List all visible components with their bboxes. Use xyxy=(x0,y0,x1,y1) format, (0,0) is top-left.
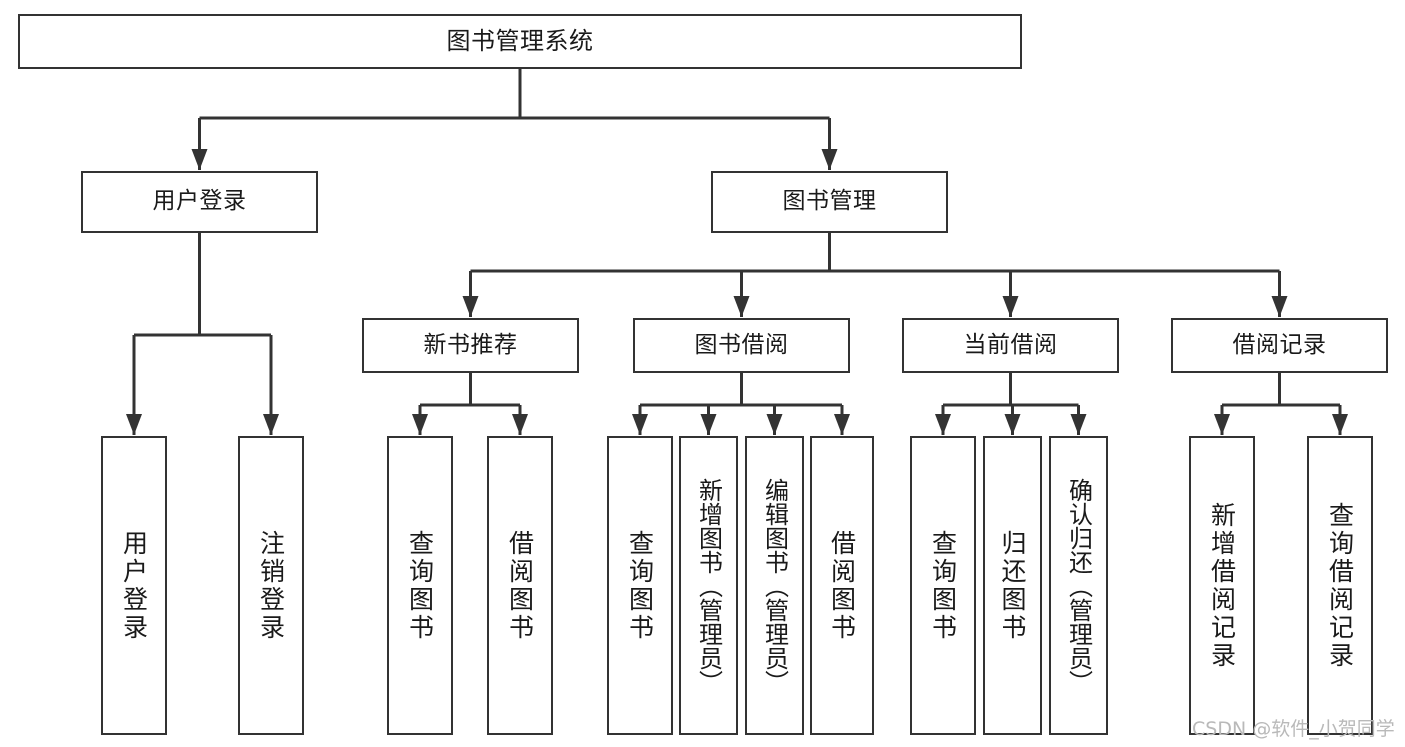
node-label: 用户登录 xyxy=(152,188,247,215)
edge-arrowhead xyxy=(462,296,479,317)
edge-arrowhead xyxy=(632,414,648,435)
node-user-login[interactable]: 用户登录 xyxy=(81,171,318,233)
edge-arrowhead xyxy=(821,149,838,170)
node-label: 查询图书 xyxy=(928,529,958,642)
node-root[interactable]: 图书管理系统 xyxy=(18,14,1022,69)
edge-arrowhead xyxy=(126,414,142,435)
node-label: 图书管理 xyxy=(782,188,877,215)
node-leaf-br-query[interactable]: 查询借阅记录 xyxy=(1307,436,1373,735)
node-leaf-bb-borrow[interactable]: 借阅图书 xyxy=(810,436,874,735)
edge-arrowhead xyxy=(1332,414,1348,435)
node-current-borrow[interactable]: 当前借阅 xyxy=(902,318,1119,373)
edge-arrowhead xyxy=(1004,414,1021,435)
edge-arrowhead xyxy=(263,414,279,435)
edge-arrowhead xyxy=(935,414,951,435)
node-label: 借阅图书 xyxy=(827,529,857,642)
watermark-label: CSDN @软件_小贺同学 xyxy=(1192,718,1395,740)
node-leaf-cb-confirm[interactable]: 确认归还（管理员） xyxy=(1049,436,1108,735)
node-label: 当前借阅 xyxy=(963,331,1058,358)
edge-arrowhead xyxy=(1070,414,1087,435)
edge-arrowhead xyxy=(733,296,750,317)
node-label: 注销登录 xyxy=(256,529,286,642)
node-leaf-bb-add[interactable]: 新增图书（管理员） xyxy=(679,436,738,735)
node-label: 查询图书 xyxy=(625,529,655,642)
edge-arrowhead xyxy=(1002,296,1019,317)
node-label: 新增借阅记录 xyxy=(1207,501,1237,670)
edge-arrowhead xyxy=(700,414,717,435)
edge-arrowhead xyxy=(412,414,428,435)
node-label: 新书推荐 xyxy=(423,331,518,358)
node-new-book-rec[interactable]: 新书推荐 xyxy=(362,318,579,373)
edge-arrowhead xyxy=(834,414,850,435)
node-leaf-logout[interactable]: 注销登录 xyxy=(238,436,304,735)
node-label: 借阅记录 xyxy=(1232,331,1327,358)
edge-arrowhead xyxy=(1271,296,1288,317)
node-label: 归还图书 xyxy=(998,529,1027,642)
node-leaf-rec-borrow[interactable]: 借阅图书 xyxy=(487,436,553,735)
edge-arrowhead xyxy=(191,149,208,170)
node-label: 查询图书 xyxy=(405,529,435,642)
node-label: 新增图书（管理员） xyxy=(694,477,723,694)
node-book-borrow[interactable]: 图书借阅 xyxy=(633,318,850,373)
node-book-manage[interactable]: 图书管理 xyxy=(711,171,948,233)
edge-arrowhead xyxy=(1214,414,1230,435)
node-leaf-rec-query[interactable]: 查询图书 xyxy=(387,436,453,735)
node-leaf-user-login[interactable]: 用户登录 xyxy=(101,436,167,735)
node-leaf-br-add[interactable]: 新增借阅记录 xyxy=(1189,436,1255,735)
node-label: 查询借阅记录 xyxy=(1325,501,1355,670)
node-leaf-cb-query[interactable]: 查询图书 xyxy=(910,436,976,735)
tree-edges xyxy=(126,69,1348,435)
edge-arrowhead xyxy=(512,414,528,435)
node-label: 确认归还（管理员） xyxy=(1064,477,1093,694)
node-label: 图书管理系统 xyxy=(446,27,594,56)
node-label: 图书借阅 xyxy=(694,331,789,358)
node-borrow-record[interactable]: 借阅记录 xyxy=(1171,318,1388,373)
node-label: 借阅图书 xyxy=(505,529,535,642)
node-label: 编辑图书（管理员） xyxy=(760,477,789,694)
node-leaf-cb-return[interactable]: 归还图书 xyxy=(983,436,1042,735)
node-leaf-bb-query[interactable]: 查询图书 xyxy=(607,436,673,735)
edge-arrowhead xyxy=(766,414,783,435)
node-label: 用户登录 xyxy=(119,529,149,642)
node-leaf-bb-edit[interactable]: 编辑图书（管理员） xyxy=(745,436,804,735)
